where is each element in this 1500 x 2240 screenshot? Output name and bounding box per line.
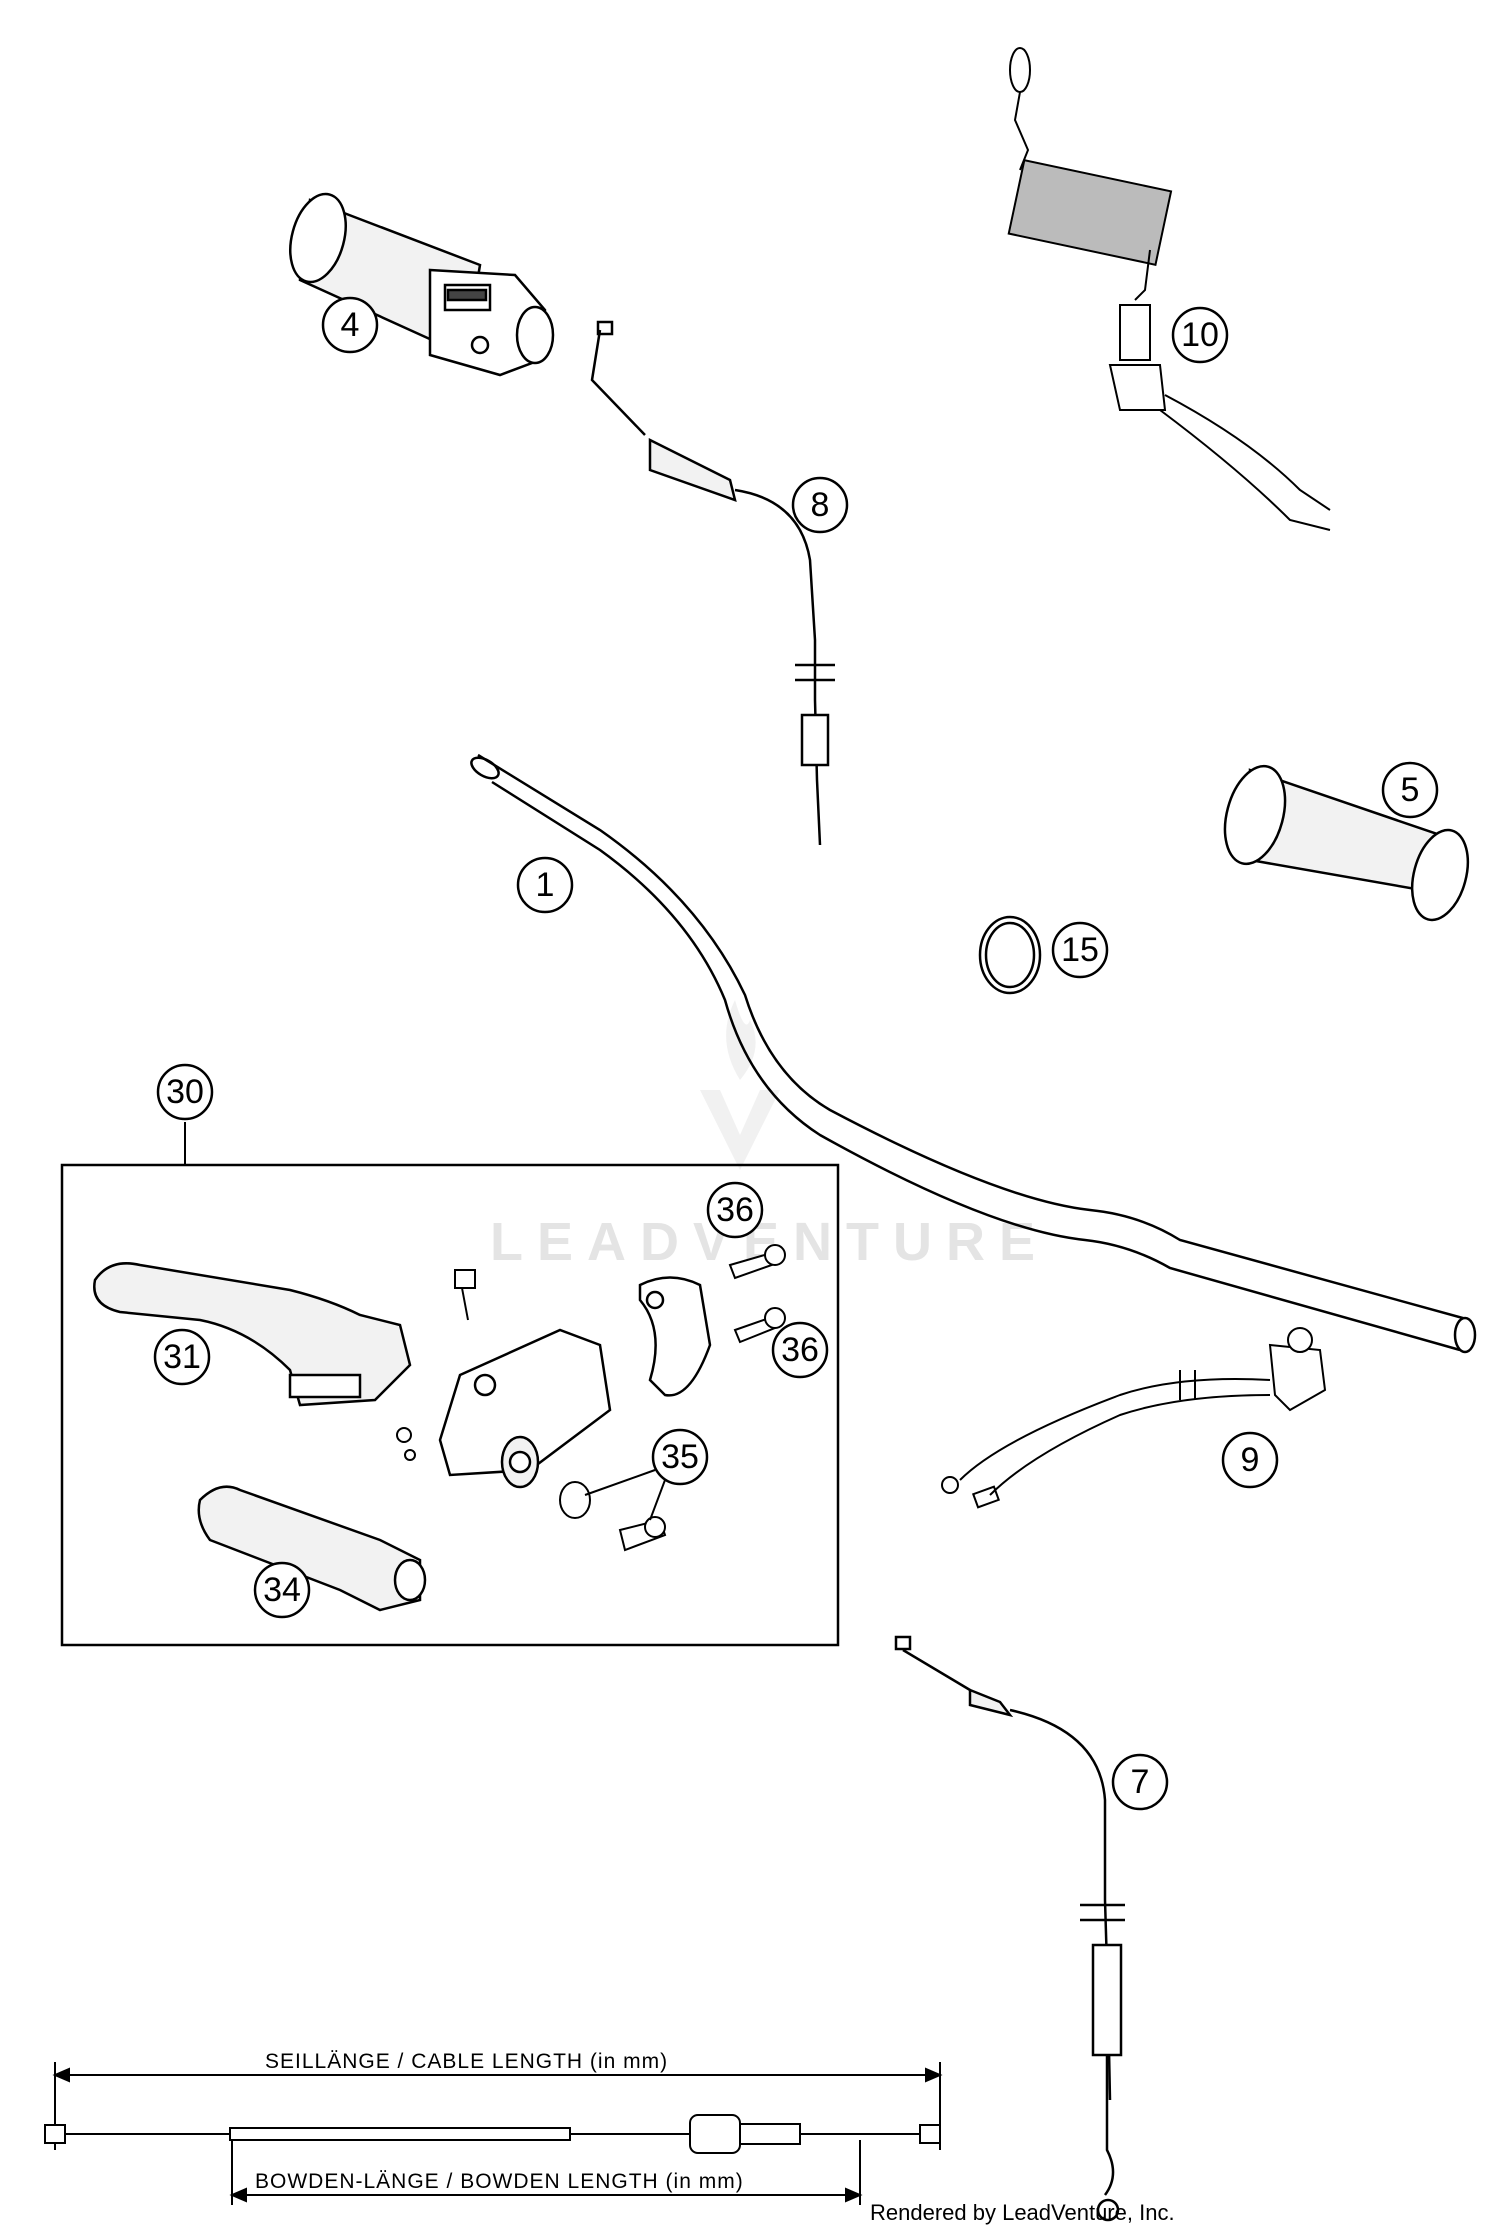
callout-4[interactable]: 4 — [321, 296, 379, 354]
kill-switch-wiring[interactable] — [941, 1327, 1327, 1509]
clutch-lever[interactable] — [93, 1262, 412, 1407]
lever-pivot-bolt[interactable] — [454, 1269, 476, 1321]
callout-9[interactable]: 9 — [1221, 1431, 1279, 1489]
clamp-bolt-top[interactable] — [728, 1244, 786, 1280]
clamp-bolt-bottom[interactable] — [733, 1307, 786, 1344]
callout-34[interactable]: 34 — [253, 1561, 311, 1619]
svg-text:36: 36 — [716, 1191, 754, 1229]
callout-31[interactable]: 31 — [153, 1328, 211, 1386]
credit-text: Rendered by LeadVenture, Inc. — [870, 2200, 1175, 2225]
callout-30[interactable]: 30 — [156, 1063, 214, 1121]
bowden-length-label: BOWDEN-LÄNGE / BOWDEN LENGTH (in mm) — [255, 2170, 744, 2193]
svg-text:4: 4 — [341, 306, 360, 344]
svg-text:9: 9 — [1241, 1441, 1260, 1479]
callout-7[interactable]: 7 — [1111, 1753, 1169, 1811]
svg-text:31: 31 — [163, 1338, 201, 1376]
callout-36-top[interactable]: 36 — [706, 1181, 764, 1239]
left-grip[interactable] — [1215, 759, 1477, 926]
clutch-cable[interactable] — [894, 1635, 1125, 2222]
callout-5[interactable]: 5 — [1381, 761, 1439, 819]
callout-10[interactable]: 10 — [1171, 306, 1229, 364]
clamp-ring[interactable] — [978, 915, 1042, 995]
adjuster-nut[interactable] — [559, 1481, 667, 1552]
kill-switch-lanyard[interactable] — [1007, 47, 1331, 531]
callout-15[interactable]: 15 — [1051, 921, 1109, 979]
cable-schematic — [44, 2114, 941, 2154]
svg-text:15: 15 — [1061, 931, 1099, 969]
lever-assembly-box — [60, 1163, 840, 1647]
svg-text:8: 8 — [811, 486, 830, 524]
handlebar[interactable] — [468, 753, 1477, 1354]
svg-text:36: 36 — [781, 1331, 819, 1369]
throttle-cable[interactable] — [590, 320, 835, 846]
svg-text:10: 10 — [1181, 316, 1219, 354]
clamp-half[interactable] — [638, 1276, 712, 1397]
svg-text:7: 7 — [1131, 1763, 1150, 1801]
cable-length-label: SEILLÄNGE / CABLE LENGTH (in mm) — [265, 2050, 668, 2073]
throttle-grip[interactable] — [281, 188, 555, 377]
callout-8[interactable]: 8 — [791, 476, 849, 534]
lever-bracket[interactable] — [438, 1328, 612, 1489]
callout-leader-35a — [584, 1469, 656, 1496]
svg-text:35: 35 — [661, 1438, 699, 1476]
svg-text:30: 30 — [166, 1073, 204, 1111]
callout-1[interactable]: 1 — [516, 856, 574, 914]
bowden-length-dimension — [229, 2140, 863, 2205]
watermark-logo — [700, 1000, 780, 1170]
svg-text:34: 34 — [263, 1571, 301, 1609]
callout-35[interactable]: 35 — [651, 1428, 709, 1486]
svg-text:5: 5 — [1401, 771, 1420, 809]
callout-36-bottom[interactable]: 36 — [771, 1321, 829, 1379]
svg-text:1: 1 — [536, 866, 555, 904]
lever-boot[interactable] — [197, 1485, 427, 1612]
small-screw[interactable] — [396, 1427, 416, 1461]
callout-leader-35b — [649, 1479, 666, 1521]
